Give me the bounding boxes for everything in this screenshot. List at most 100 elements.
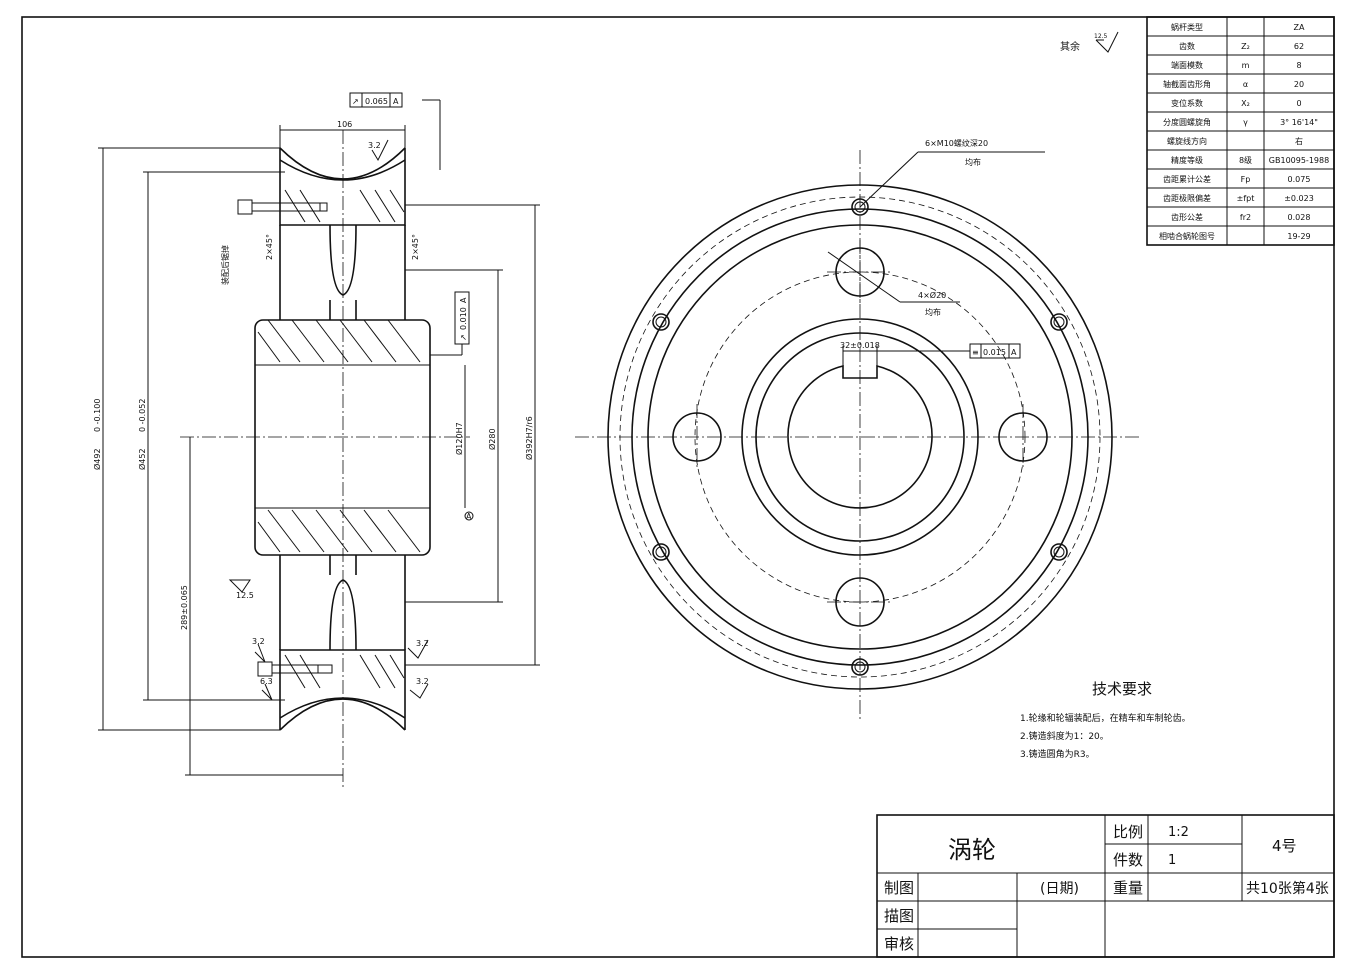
- bolt-lower: [257, 661, 333, 677]
- param-value-2: 8: [1296, 61, 1301, 70]
- assembly-note: 装配后锯掉: [220, 245, 230, 285]
- dia-bore: Ø120H7: [454, 422, 464, 455]
- parameter-table: 蜗杆类型 ZA 齿数 Z₂ 62 端面模数 m 8 轴截面齿形角 α 20 变位系数 X₂ 0 分度圆螺旋角…: [1146, 16, 1335, 246]
- dia-outer-tol: 0 -0.100: [93, 399, 102, 432]
- svg-text:↗: ↗: [459, 334, 468, 341]
- dia-rim: Ø392H7/r6: [524, 416, 534, 460]
- tech-req-item-3: 3.铸造圆角为R3。: [1020, 748, 1095, 760]
- chamfer-left: 2×45°: [265, 234, 274, 260]
- svg-text:≡: ≡: [972, 348, 979, 357]
- svg-text:A: A: [393, 97, 399, 106]
- param-name-0: 蜗杆类型: [1171, 22, 1203, 32]
- roughness-symbols: 12.5 3.2 3.2 3.2 6.3 3.2: [228, 139, 429, 701]
- svg-text:A: A: [1011, 348, 1017, 357]
- dia-hub: Ø280: [487, 428, 497, 450]
- svg-text:0.015: 0.015: [983, 348, 1006, 357]
- center-distance: 289±0.065: [180, 585, 189, 630]
- drawing-number: 4号: [1272, 837, 1297, 855]
- holes-4x20: [672, 240, 1048, 627]
- sheet-info: 共10张第4张: [1246, 880, 1329, 897]
- hole-note-sub: 均布: [925, 307, 941, 317]
- param-symbol-4: X₂: [1241, 99, 1250, 108]
- svg-text:12.5: 12.5: [1094, 33, 1108, 40]
- param-name-1: 齿数: [1179, 41, 1195, 51]
- scale-value: 1:2: [1168, 825, 1189, 840]
- svg-text:↗: ↗: [352, 97, 359, 106]
- technical-requirements: 技术要求 1.轮缘和轮辐装配后，在精车和车制轮齿。 2.铸造斜度为1：20。 3…: [1020, 680, 1191, 760]
- chamfer-right: 2×45°: [411, 234, 420, 260]
- svg-text:0.065: 0.065: [365, 97, 388, 106]
- roughness-icon: [1095, 31, 1119, 53]
- param-value-4: 0: [1296, 99, 1301, 108]
- dim-width: 106: [337, 120, 352, 129]
- weight-label: 重量: [1113, 879, 1143, 897]
- param-name-8: 齿距累计公差: [1163, 174, 1211, 184]
- thread-note-sub: 均布: [965, 157, 981, 167]
- dia-tip: Ø452: [137, 448, 147, 470]
- param-value-3: 20: [1294, 80, 1304, 89]
- dia-tip-tol: 0 -0.052: [138, 399, 147, 432]
- param-value-7: GB10095-1988: [1269, 156, 1329, 165]
- qty-label: 件数: [1113, 851, 1143, 869]
- end-view: 6×M10螺纹深20 均布 4×Ø20 均布 32±0.018 ≡ 0.015 …: [575, 138, 1140, 720]
- tech-req-item-2: 2.铸造斜度为1：20。: [1020, 730, 1109, 742]
- svg-text:A: A: [459, 297, 468, 303]
- param-value-8: 0.075: [1288, 175, 1311, 184]
- drawn-label: 制图: [884, 879, 914, 897]
- hole-note: 4×Ø20: [918, 290, 946, 300]
- param-symbol-9: ±fpt: [1237, 194, 1255, 203]
- param-value-10: 0.028: [1288, 213, 1311, 222]
- tech-req-item-1: 1.轮缘和轮辐装配后，在精车和车制轮齿。: [1020, 712, 1191, 724]
- thread-note: 6×M10螺纹深20: [925, 138, 988, 148]
- datum-label: A: [466, 512, 472, 521]
- param-symbol-1: Z₂: [1241, 42, 1250, 51]
- param-name-11: 相啮合蜗轮图号: [1159, 231, 1215, 241]
- keyway-tolerance-frame: ≡ 0.015 A: [969, 343, 1021, 359]
- param-value-0: ZA: [1294, 23, 1305, 32]
- part-name: 涡轮: [948, 836, 996, 864]
- param-name-6: 螺旋线方向: [1167, 136, 1207, 146]
- tech-req-title: 技术要求: [1092, 680, 1152, 698]
- param-name-4: 变位系数: [1171, 98, 1203, 108]
- svg-text:0.010: 0.010: [459, 307, 468, 330]
- param-symbol-2: m: [1242, 61, 1250, 70]
- surface-finish-prefix: 其余: [1060, 40, 1080, 53]
- param-symbol-10: fr2: [1240, 213, 1251, 222]
- param-value-9: ±0.023: [1284, 194, 1314, 203]
- param-name-3: 轴截面齿形角: [1163, 79, 1211, 89]
- traced-label: 描图: [884, 907, 914, 925]
- qty-value: 1: [1168, 853, 1176, 868]
- svg-text:3.2: 3.2: [368, 141, 381, 150]
- param-name-5: 分度圆螺旋角: [1163, 117, 1211, 127]
- scale-label: 比例: [1113, 823, 1143, 841]
- param-name-7: 精度等级: [1171, 155, 1203, 165]
- param-name-2: 端面模数: [1171, 60, 1203, 70]
- section-view: 106 ↗ 0.065 A ↗ 0.010 A 2×45° 2×45° 装配后锯…: [92, 92, 540, 790]
- param-symbol-7: 8级: [1239, 155, 1252, 165]
- bolt-upper: [237, 199, 328, 215]
- keyway-dim: 32±0.018: [840, 341, 880, 350]
- param-value-5: 3° 16'14": [1280, 118, 1318, 127]
- drawing-border: [21, 16, 1335, 958]
- svg-text:12.5: 12.5: [236, 591, 254, 600]
- svg-text:3.2: 3.2: [252, 637, 265, 646]
- threaded-holes-6xM10: [652, 198, 1068, 676]
- svg-text:3.2: 3.2: [416, 639, 429, 648]
- svg-text:6.3: 6.3: [260, 677, 273, 686]
- param-symbol-8: Fp: [1241, 175, 1251, 184]
- checked-label: 审核: [884, 935, 914, 953]
- title-block: 涡轮 比例 1:2 件数 1 重量 4号 共10张第4张 制图 (日期) 描图 …: [876, 814, 1335, 958]
- date-label: (日期): [1040, 881, 1079, 897]
- param-name-10: 齿形公差: [1171, 212, 1203, 222]
- param-value-6: 右: [1295, 136, 1303, 146]
- param-symbol-3: α: [1243, 80, 1248, 89]
- param-value-1: 62: [1294, 42, 1304, 51]
- param-name-9: 齿距极限偏差: [1163, 193, 1211, 203]
- dia-outer: Ø492: [92, 448, 102, 470]
- param-symbol-5: γ: [1243, 118, 1248, 127]
- tolerance-frame-bore: ↗ 0.010 A: [430, 291, 470, 356]
- tolerance-frame-top: ↗ 0.065 A: [349, 92, 441, 170]
- param-value-11: 19-29: [1287, 232, 1310, 241]
- svg-text:3.2: 3.2: [416, 677, 429, 686]
